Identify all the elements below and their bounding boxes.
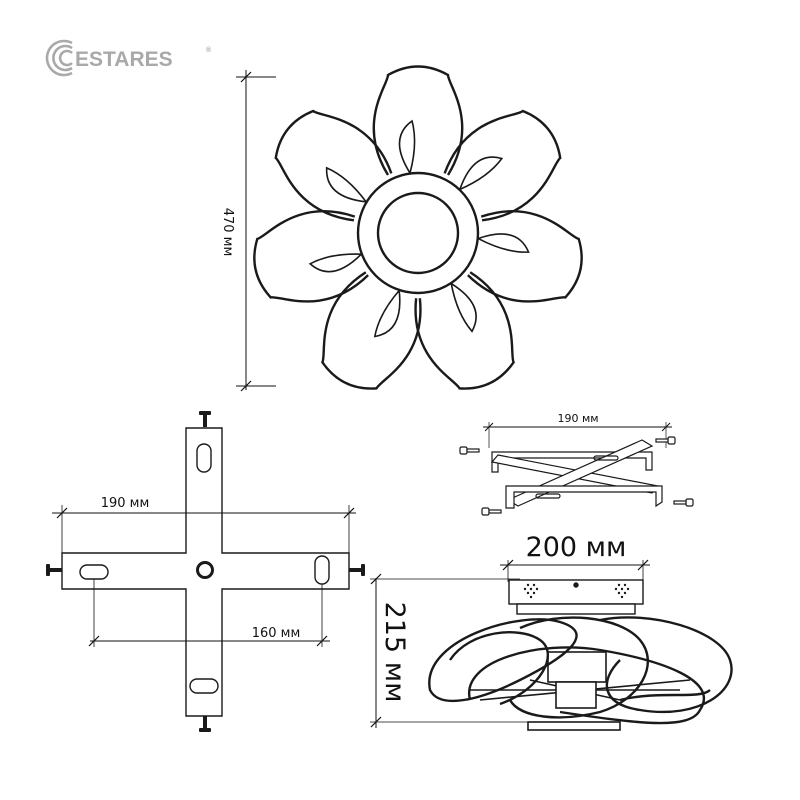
fan-blade	[373, 290, 401, 338]
ceiling-canopy	[508, 579, 644, 615]
height-label: 215 мм	[379, 602, 410, 703]
top-view: 470 мм	[220, 65, 583, 392]
petal-loop	[321, 271, 422, 390]
led-ring	[468, 646, 706, 725]
logo-emblem-icon	[45, 39, 73, 77]
bracket-arm-diag-b	[506, 439, 654, 507]
slot-bottom	[189, 678, 219, 694]
center-hole	[196, 561, 214, 579]
top-view-height-dimension: 470 мм	[220, 70, 276, 392]
bracket-width-dimension: 190 мм	[483, 412, 672, 448]
base-width-label: 200 мм	[526, 532, 627, 563]
plate-hole-spacing-dimension: 160 мм	[88, 579, 330, 647]
fan-blade	[308, 253, 362, 273]
fan-blade	[450, 282, 477, 333]
brand-logo: ESTARES ®	[45, 39, 212, 77]
brand-name: ESTARES	[75, 48, 173, 71]
led-ring	[599, 616, 733, 714]
petal-loop	[467, 210, 583, 303]
registered-mark: ®	[206, 46, 212, 54]
vent-grille-right	[614, 583, 630, 599]
vent-grille-left	[523, 583, 539, 599]
petal-loop	[274, 109, 393, 222]
mounting-plate-view: 190 мм 160 мм	[46, 411, 365, 732]
height-dimension: 215 мм	[370, 573, 530, 728]
fan-blade	[477, 233, 530, 253]
petal-loop	[372, 65, 464, 176]
petal-loop	[414, 271, 515, 390]
petal-loop	[253, 210, 369, 303]
led-ring	[428, 618, 578, 703]
fan-blade	[325, 166, 367, 203]
bracket-arm-front	[505, 485, 663, 509]
led-ring	[508, 616, 650, 719]
bracket-isometric-view: 190 мм	[459, 412, 694, 516]
flower-lamp-top-view	[253, 65, 583, 390]
side-view: 200 мм 215 мм	[370, 532, 733, 731]
plate-width-dimension: 190 мм	[52, 496, 356, 553]
center-hub-inner	[376, 191, 460, 275]
petal-loop	[443, 109, 562, 222]
lamp-led-rings-side	[428, 616, 733, 725]
bracket-width-label: 190 мм	[557, 412, 598, 425]
diameter-label: 470 мм	[220, 208, 235, 257]
plate-hole-spacing-label: 160 мм	[252, 626, 301, 641]
fan-blade	[459, 156, 504, 191]
screw-icon	[46, 411, 365, 732]
slot-top	[196, 443, 212, 473]
base-width-dimension: 200 мм	[500, 532, 650, 582]
fan-blade	[398, 119, 416, 174]
screw-icon	[459, 436, 694, 516]
led-ring	[619, 689, 711, 702]
led-ring	[449, 631, 550, 706]
plate-width-label: 190 мм	[101, 496, 150, 511]
